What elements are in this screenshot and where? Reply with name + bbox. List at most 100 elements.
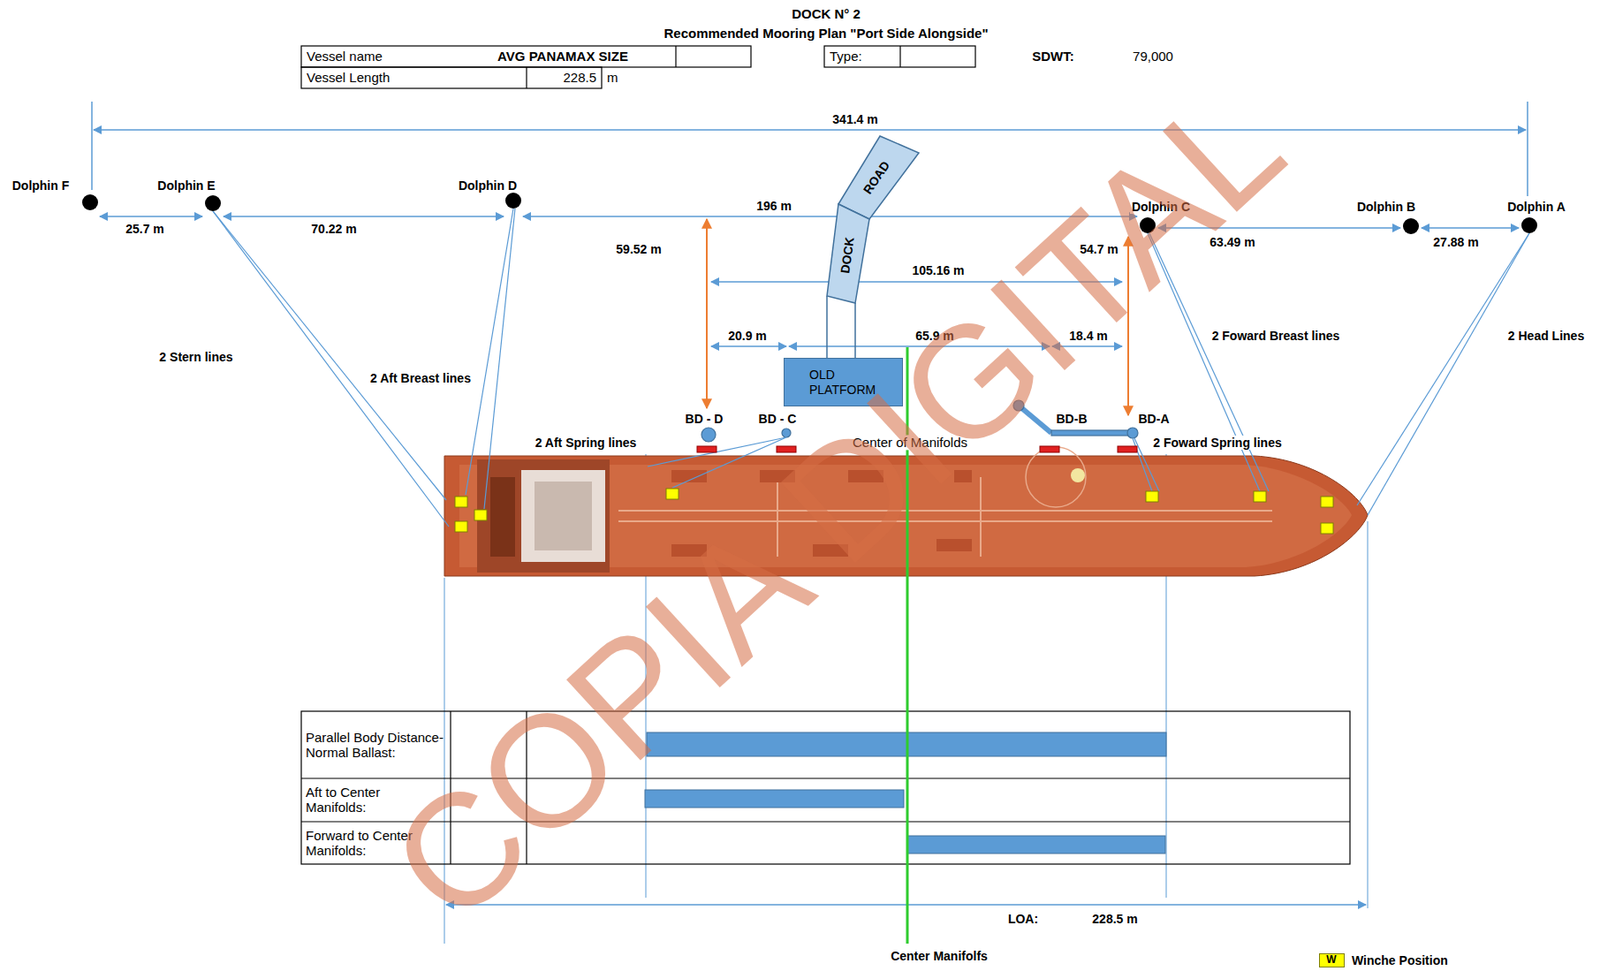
mooring-line-label: 2 Head Lines — [1506, 328, 1586, 343]
tanker-hull — [812, 544, 849, 557]
mooring-dolphin: Dolphin E — [155, 178, 217, 193]
mooring-dolphin: Dolphin F — [10, 178, 72, 193]
table-cell: SDWT: — [1030, 48, 1077, 64]
winch-symbol — [666, 488, 679, 500]
tanker-hull — [618, 520, 1273, 523]
dimension-label: 63.49 m — [1207, 235, 1257, 250]
dimension-line — [788, 345, 1050, 348]
dimension-label: 27.88 m — [1431, 235, 1480, 250]
tanker-hull — [534, 481, 592, 551]
winch-symbol — [454, 521, 468, 532]
dolphin-symbol — [1520, 216, 1539, 235]
clearance-arrow — [1127, 236, 1130, 416]
parallel-body-table — [301, 711, 1350, 865]
dimension-line — [99, 215, 203, 218]
table-cell: Vessel name — [304, 48, 385, 64]
clearance-arrow — [706, 219, 1129, 416]
vessel-table — [301, 45, 976, 89]
mooring-dolphin: Dolphin A — [1505, 199, 1568, 214]
breasting-dolphin — [1018, 405, 1052, 433]
breasting-dolphin-label: BD - C — [757, 411, 799, 426]
legend-label: Winche Position — [1351, 953, 1449, 968]
breasting-dolphin — [1051, 430, 1131, 436]
mooring-line — [672, 437, 787, 488]
platform-box: OLD PLATFORM — [783, 357, 903, 407]
tanker-hull — [671, 470, 972, 557]
dolphin-label: Dolphin C — [1131, 199, 1191, 214]
table-row-label: Aft to Center Manifolds: — [305, 784, 439, 816]
table-cell: AVG PANAMAX SIZE — [495, 48, 630, 64]
breasting-dolphin-label: BD - D — [683, 411, 726, 426]
dolphin-label: Dolphin D — [458, 178, 517, 193]
tanker-hull — [671, 544, 707, 557]
winch-symbol — [1145, 491, 1159, 502]
distance-bar — [644, 789, 904, 808]
clearance-arrow — [705, 219, 708, 409]
mooring-dolphin: Dolphin B — [1355, 199, 1418, 214]
tanker-hull — [1025, 447, 1086, 508]
tanker-hull — [490, 477, 516, 557]
mooring-line-label: 2 Foward Breast lines — [1210, 328, 1343, 343]
mooring-line — [1147, 233, 1260, 492]
parallel-body-table — [449, 711, 451, 865]
tanker-hull — [477, 459, 610, 573]
mooring-dolphin: Dolphin D — [456, 178, 519, 193]
manifold-label: Center Manifolfs — [888, 948, 990, 964]
breasting-dolphin — [781, 428, 791, 438]
road-label: ROAD — [860, 158, 893, 197]
mooring-line-label: 2 Foward Spring lines — [1151, 435, 1283, 450]
dimension-label: 196 m — [754, 198, 794, 213]
winch-symbol — [474, 509, 487, 521]
table-row-label: Parallel Body Distance-Normal Ballast: — [305, 729, 448, 761]
extension-line — [1367, 521, 1369, 909]
dolphin-label: Dolphin A — [1507, 199, 1566, 214]
dolphin-symbol — [505, 192, 522, 209]
dolphin-symbol — [1402, 217, 1420, 236]
dolphin-symbol — [82, 194, 99, 211]
dimension-line — [1158, 227, 1401, 229]
tanker-hull — [954, 470, 972, 483]
dock-road — [826, 204, 870, 304]
plan-subtitle: Recommended Mooring Plan "Port Side Alon… — [661, 25, 990, 41]
tanker-hull — [1070, 468, 1085, 483]
dock-road — [826, 295, 828, 358]
vessel-table — [301, 45, 751, 68]
dimension-line — [711, 345, 787, 348]
mooring-line — [647, 437, 787, 467]
breasting-dolphin — [1013, 400, 1024, 411]
page-title: DOCK N° 2 — [791, 6, 861, 22]
breasting-dolphin — [701, 427, 716, 442]
dolphin-symbol — [1402, 218, 1419, 235]
table-cell: Vessel Length — [304, 69, 392, 85]
winch-symbol — [1253, 491, 1267, 502]
dock-road — [838, 136, 919, 220]
dimension-label: 65.9 m — [913, 328, 956, 343]
winch-symbol — [454, 488, 1334, 534]
tanker-hull — [979, 477, 982, 557]
mooring-line — [212, 208, 1530, 527]
mooring-line-label: 2 Aft Breast lines — [368, 371, 473, 386]
mooring-line-label: 2 Stern lines — [157, 349, 235, 364]
tanker-hull — [776, 477, 779, 557]
dimension-label: 341.4 m — [830, 112, 880, 127]
dimension-label: 59.52 m — [614, 242, 663, 257]
dimension-line — [711, 280, 1123, 283]
dolphin-symbol — [204, 194, 222, 213]
dock-road — [826, 136, 919, 358]
parallel-body-table — [301, 711, 1350, 865]
mooring-line — [212, 211, 447, 501]
table-cell: Type: — [827, 48, 865, 64]
dolphin-symbol — [1521, 217, 1538, 234]
vessel-table — [824, 45, 976, 68]
parallel-body-table — [301, 777, 1350, 779]
dimension-line — [1526, 101, 1529, 197]
dolphin-label: Dolphin B — [1357, 199, 1416, 214]
dimension-line — [93, 128, 1526, 131]
mooring-dolphin: Dolphin C — [1129, 199, 1192, 214]
tanker-hull — [521, 470, 606, 562]
dimension-line — [523, 215, 1138, 218]
dimension-label: 18.4 m — [1067, 328, 1110, 343]
parallel-body-table — [301, 820, 1350, 822]
